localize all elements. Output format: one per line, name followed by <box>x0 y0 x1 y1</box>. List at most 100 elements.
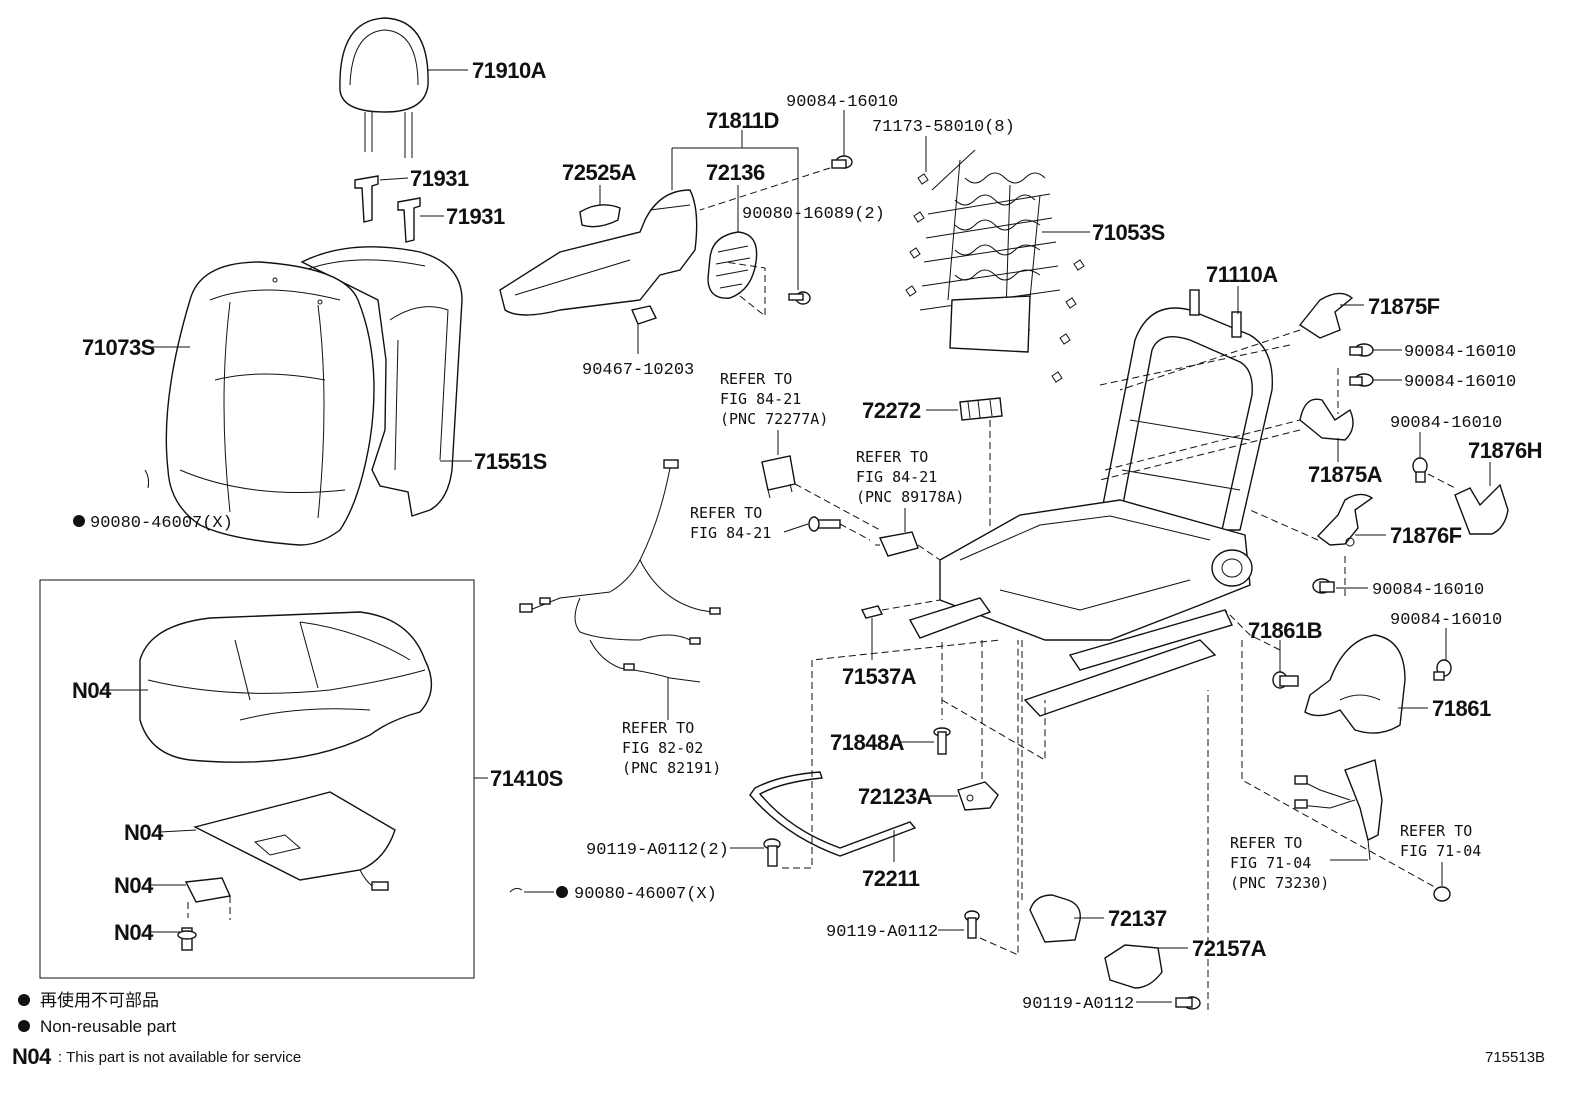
part-90467-10203: 90467-10203 <box>582 361 694 380</box>
sensor-bracket-drawing <box>184 877 232 920</box>
diagram-code: 715513B <box>1485 1049 1545 1066</box>
n04-sensor-mat: N04 <box>124 820 164 845</box>
part-90084-16010-r4: 90084-16010 <box>1372 581 1484 600</box>
ref-2-line-2: FIG 84-21 <box>856 468 937 486</box>
legend-n04-text: : This part is not available for service <box>58 1049 301 1066</box>
screw-90080-16089-icon <box>788 291 811 305</box>
spring-mat-drawing <box>919 149 1061 353</box>
seat-belt-buckle-drawing <box>1294 759 1383 861</box>
hog-ring-icon <box>144 469 150 489</box>
n04-bracket: N04 <box>114 873 154 898</box>
part-90119-A0112-c: 90119-A0112 <box>1022 995 1134 1014</box>
ref-6-line-2: FIG 71-04 <box>1400 842 1481 860</box>
ref-1-line-3: (PNC 72277A) <box>720 410 828 428</box>
part-71053S: 71053S <box>1092 220 1165 245</box>
part-71173-58010: 71173-58010(8) <box>872 118 1015 137</box>
cover-71861-drawing <box>1304 634 1406 734</box>
connector-89178A-drawing <box>875 531 919 557</box>
seat-frame-drawing <box>908 499 1253 717</box>
ref-4-line-3: (PNC 82191) <box>622 759 721 777</box>
part-71110A: 71110A <box>1206 262 1278 287</box>
part-71910A: 71910A <box>472 58 547 83</box>
part-72136: 72136 <box>706 160 765 185</box>
cover-71875A-drawing <box>1299 398 1354 441</box>
n04-screw-drawing <box>177 927 197 951</box>
pad-71537A-drawing <box>860 605 884 619</box>
part-71861B: 71861B <box>1248 618 1322 643</box>
wire-harness-drawing <box>519 459 721 683</box>
connector-72277A-drawing <box>761 455 796 499</box>
ref-3-line-1: REFER TO <box>690 504 762 522</box>
part-72525A: 72525A <box>562 160 637 185</box>
bolt-90119-b-icon <box>964 910 980 939</box>
ref-2: REFER TO FIG 84-21 (PNC 89178A) <box>856 448 964 506</box>
seatback-cover-drawing <box>165 261 375 546</box>
n04-screw: N04 <box>114 920 154 945</box>
part-90119-A0112-2: 90119-A0112(2) <box>586 841 729 860</box>
non-reusable-marker-icon-2 <box>556 886 568 898</box>
cover-71876H-drawing <box>1454 483 1509 535</box>
legend-en-text: Non-reusable part <box>40 1017 176 1036</box>
ref-1: REFER TO FIG 84-21 (PNC 72277A) <box>720 370 828 428</box>
part-71875A: 71875A <box>1308 462 1383 487</box>
n04-cushion-pad: N04 <box>72 678 112 703</box>
cover-71875F-drawing <box>1298 292 1354 339</box>
ref-2-line-1: REFER TO <box>856 448 928 466</box>
part-71848A: 71848A <box>830 730 905 755</box>
bolt-90084-top-icon <box>831 155 853 169</box>
part-90080-46007-b: 90080-46007(X) <box>574 885 717 904</box>
part-90084-16010-top: 90084-16010 <box>786 93 898 112</box>
ref-5-line-1: REFER TO <box>1230 834 1302 852</box>
legend-n04-code: N04 <box>12 1044 52 1069</box>
part-71073S: 71073S <box>82 335 155 360</box>
legend-bullet-icon-en <box>18 1020 30 1032</box>
part-71537A: 71537A <box>842 664 917 689</box>
part-71811D: 71811D <box>706 108 779 133</box>
cushion-assembly-box <box>39 579 475 979</box>
bracket-71811D <box>671 147 799 290</box>
knob-72136-drawing <box>707 231 758 299</box>
bolt-r5-icon <box>1433 659 1452 681</box>
seat-cushion-drawing <box>139 611 433 763</box>
legend-bullet-icon-jp <box>18 994 30 1006</box>
bolt-r4-icon <box>1312 578 1335 594</box>
ref-5-line-2: FIG 71-04 <box>1230 854 1311 872</box>
ref-5: REFER TO FIG 71-04 (PNC 73230) <box>1230 834 1329 892</box>
part-72123A: 72123A <box>858 784 933 809</box>
ref-3: REFER TO FIG 84-21 <box>690 504 771 542</box>
part-71875F: 71875F <box>1368 294 1440 319</box>
clip-90467-icon <box>631 305 657 325</box>
part-71931-upper: 71931 <box>410 166 469 191</box>
part-71861: 71861 <box>1432 696 1491 721</box>
seatback-frame-drawing <box>1099 289 1274 531</box>
bolt-84-21-icon <box>808 516 841 532</box>
ref-4-line-1: REFER TO <box>622 719 694 737</box>
hog-ring-icon-2 <box>509 887 523 893</box>
bracket-72123A-drawing <box>957 781 999 811</box>
part-71410S: 71410S <box>490 766 563 791</box>
part-90084-16010-r5: 90084-16010 <box>1390 611 1502 630</box>
part-90084-16010-r1: 90084-16010 <box>1404 343 1516 362</box>
ref-5-line-3: (PNC 73230) <box>1230 874 1329 892</box>
nut-71-04-icon <box>1433 886 1451 902</box>
seatback-pad-drawing <box>300 246 463 517</box>
cover-72157A-drawing <box>1104 944 1163 989</box>
part-71931-lower: 71931 <box>446 204 505 229</box>
ref-2-line-3: (PNC 89178A) <box>856 488 964 506</box>
part-90080-46007-a: 90080-46007(X) <box>90 514 233 533</box>
ref-6: REFER TO FIG 71-04 <box>1400 822 1481 860</box>
bolt-90119-c-icon <box>1175 996 1201 1010</box>
pin-71848A-drawing <box>933 727 951 755</box>
cushion-sensor-mat-drawing <box>193 791 396 891</box>
cover-71876F-drawing <box>1316 493 1374 547</box>
bolt-71861B-icon <box>1272 671 1299 689</box>
part-72211: 72211 <box>862 866 920 891</box>
ref-3-line-2: FIG 84-21 <box>690 524 771 542</box>
side-shield-drawing <box>499 189 698 316</box>
pad-72272-drawing <box>959 397 1003 421</box>
headrest-support-drawing <box>354 175 421 243</box>
headrest-drawing <box>339 17 429 158</box>
legend-jp-text: 再使用不可部品 <box>40 990 159 1010</box>
part-71876F: 71876F <box>1390 523 1462 548</box>
